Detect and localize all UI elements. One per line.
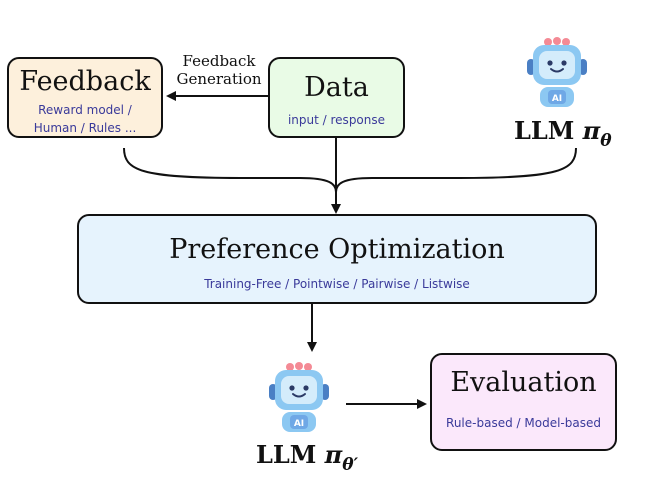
connector-llm-curve (335, 147, 577, 193)
preference-optimization-title: Preference Optimization (169, 234, 505, 265)
preference-optimization-box: Preference Optimization Training-Free / … (77, 214, 597, 304)
feedback-box: Feedback Reward model / Human / Rules ..… (7, 57, 163, 138)
llm-top-subscript: θ (600, 131, 612, 151)
evaluation-box: Evaluation Rule-based / Model-based (430, 353, 617, 451)
robot-icon: AI (269, 362, 329, 432)
preference-optimization-subtitle: Training-Free / Pointwise / Pairwise / L… (204, 277, 470, 291)
data-title: Data (304, 72, 369, 103)
llm-bottom-subscript: θ′ (342, 455, 359, 475)
evaluation-title: Evaluation (450, 367, 597, 398)
llm-bottom-prefix: LLM (256, 440, 325, 469)
evaluation-subtitle: Rule-based / Model-based (446, 416, 601, 430)
feedback-subtitle-line2: Human / Rules ... (33, 121, 137, 135)
feedback-generation-line1: Feedback (182, 52, 256, 70)
connector-feedback-curve (123, 147, 337, 193)
feedback-generation-label: Feedback Generation (174, 52, 264, 88)
robot-badge: AI (294, 419, 304, 429)
feedback-title: Feedback (19, 66, 151, 97)
data-box: Data input / response (268, 57, 405, 138)
llm-bottom-symbol: π (324, 440, 343, 469)
llm-top-symbol: π (582, 116, 601, 145)
robot-badge: AI (552, 94, 562, 104)
robot-icon: AI (527, 37, 587, 107)
data-subtitle: input / response (287, 113, 386, 127)
llm-bottom-label: LLM πθ′ (256, 440, 358, 475)
feedback-subtitle-line1: Reward model / (38, 103, 132, 117)
feedback-generation-line2: Generation (176, 70, 262, 88)
llm-top-label: LLM πθ (514, 116, 612, 151)
llm-top-prefix: LLM (514, 116, 583, 145)
